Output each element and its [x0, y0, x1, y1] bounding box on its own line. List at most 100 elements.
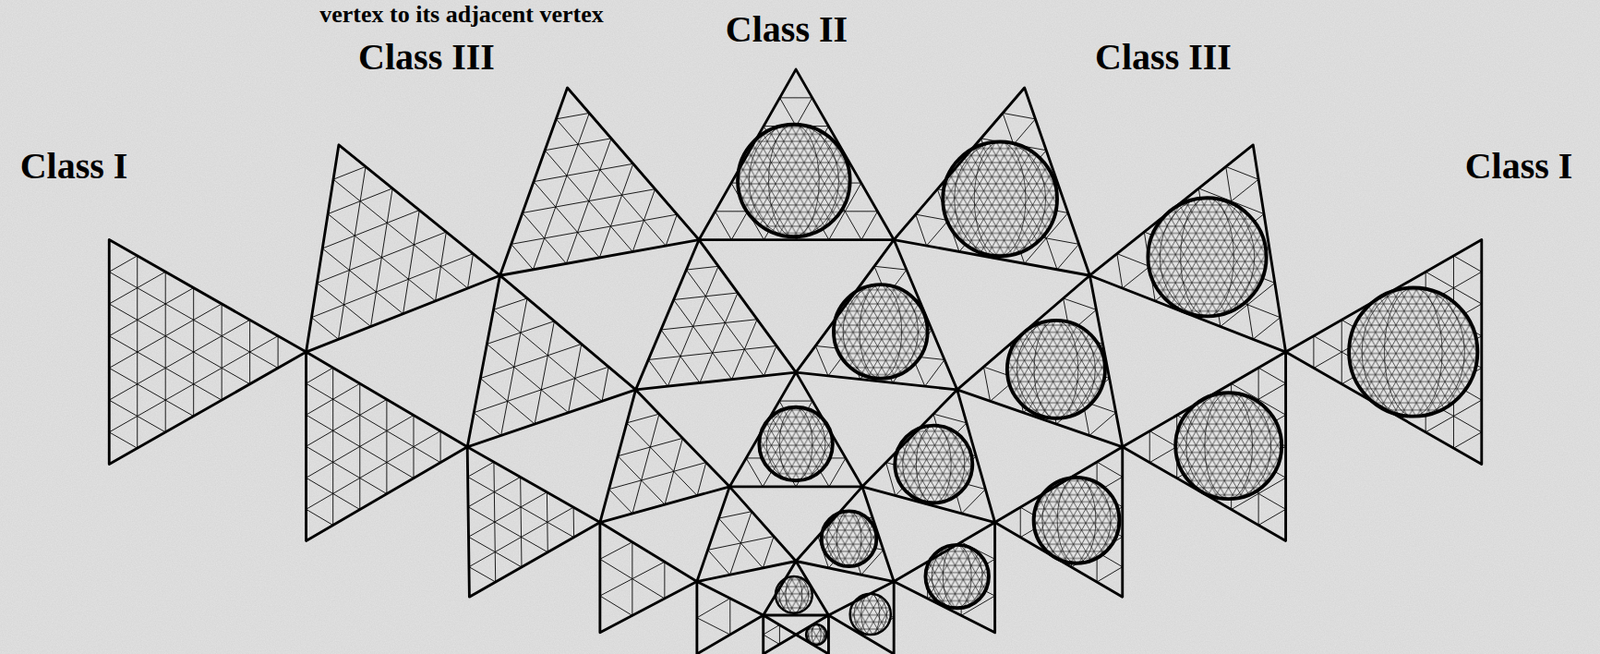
grid-line: [332, 367, 334, 525]
grid-line: [306, 414, 414, 478]
grid-line: [632, 413, 660, 514]
grid-line: [609, 462, 707, 490]
triangle-face: [729, 372, 863, 487]
triangle-face: [306, 144, 501, 352]
grid-line: [486, 343, 568, 412]
grid-line: [221, 303, 223, 400]
sphere-ground: [821, 510, 878, 566]
sphere-outline: [821, 510, 878, 566]
grid-line: [468, 506, 548, 553]
grid-line: [661, 319, 758, 330]
grid-line: [469, 566, 496, 582]
grid-line: [573, 506, 575, 537]
sphere-ground: [775, 576, 813, 614]
grid-line: [685, 265, 719, 270]
grid-line: [480, 343, 581, 378]
grid-line: [663, 561, 665, 599]
grid-line: [338, 166, 366, 339]
sphere-meridian: [1186, 392, 1272, 499]
sphere-meridian: [836, 510, 862, 566]
grid-line: [1258, 367, 1286, 384]
grid-line: [469, 506, 574, 567]
sphere-mesh: [775, 576, 813, 614]
triangle-face: [795, 240, 958, 390]
spheres: [737, 124, 1478, 645]
grid-line: [925, 359, 945, 386]
triangle-grids: [108, 97, 1482, 645]
triangle-face: [763, 614, 796, 654]
grid-line: [385, 398, 387, 494]
grid-line: [1096, 461, 1123, 477]
grid-line: [1020, 506, 1022, 537]
sphere-meridian: [1180, 197, 1235, 316]
grid-line: [1149, 431, 1151, 463]
grid-line: [745, 457, 763, 487]
triangle-face: [600, 522, 698, 633]
grid-line: [697, 598, 731, 618]
grid-line: [1453, 432, 1481, 448]
sphere-outline: [942, 142, 1058, 257]
grid-line: [601, 366, 609, 401]
sphere-outline: [894, 425, 973, 504]
grid-line: [108, 432, 137, 448]
grid-line: [648, 359, 668, 386]
sphere-ground: [833, 284, 928, 379]
grid-line: [333, 166, 366, 180]
grid-line: [136, 255, 138, 448]
grid-line: [533, 163, 634, 181]
grid-line: [1057, 243, 1080, 269]
sphere-meridian: [842, 284, 918, 379]
sphere-meridian: [1042, 477, 1111, 564]
grid-line: [699, 292, 738, 383]
grid-line: [501, 298, 528, 435]
triangle-face: [1122, 351, 1287, 541]
grid-line: [322, 248, 403, 314]
note-text: vertex to its adjacent vertex: [319, 0, 604, 29]
grid-line: [708, 549, 731, 575]
grid-line: [306, 398, 387, 446]
grid-line: [1089, 412, 1117, 436]
triangle-face: [828, 581, 894, 654]
sphere-meridian: [861, 593, 880, 635]
grid-line: [697, 617, 731, 635]
grid-line: [609, 489, 633, 514]
grid-line: [440, 431, 442, 463]
grid-line: [1117, 253, 1123, 289]
triangle-face: [697, 581, 764, 654]
class-label: Class II: [725, 7, 848, 51]
grid-line: [665, 214, 677, 246]
sphere-ground: [894, 425, 973, 504]
grid-line: [626, 413, 660, 423]
grid-line: [673, 300, 733, 380]
sphere-meridian: [785, 576, 803, 614]
grid-line: [730, 511, 753, 575]
sphere-outline: [1348, 287, 1478, 416]
grid-line: [403, 210, 421, 314]
grid-line: [520, 476, 522, 566]
triangle-face: [467, 446, 601, 597]
grid-line: [555, 112, 590, 119]
grid-line: [697, 462, 707, 496]
grid-line: [306, 508, 334, 525]
triangle-face: [893, 522, 995, 633]
grid-line: [829, 457, 846, 487]
sphere-mesh: [1175, 392, 1282, 499]
grid-line: [599, 163, 633, 258]
triangle-outlines: [108, 69, 1482, 654]
grid-line: [108, 271, 278, 368]
sphere-meridian: [1057, 477, 1096, 564]
grid-line: [685, 269, 764, 376]
grid-line: [532, 112, 590, 269]
grid-line: [108, 336, 278, 433]
grid-line: [311, 253, 473, 318]
sphere-outline: [833, 284, 928, 379]
triangle-face: [467, 275, 636, 447]
sphere-mesh: [925, 544, 989, 608]
grid-line: [165, 271, 167, 433]
class-label: Class I: [20, 144, 129, 188]
triangle-face: [862, 389, 996, 523]
grid-line: [815, 345, 829, 375]
sphere-meridian: [974, 142, 1026, 257]
triangle-face: [697, 486, 796, 582]
